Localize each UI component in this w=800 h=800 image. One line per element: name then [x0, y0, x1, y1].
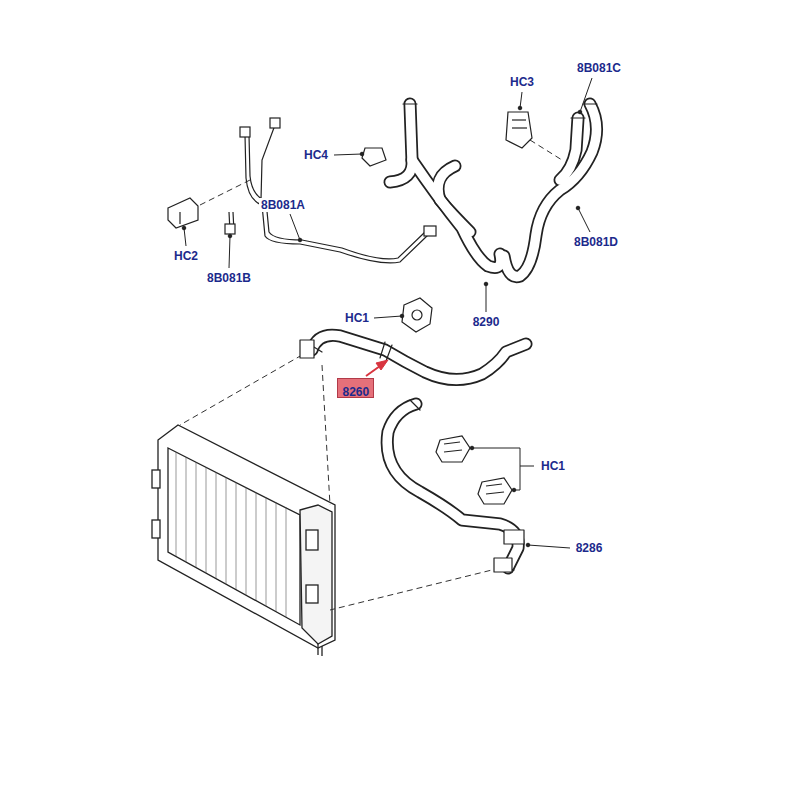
callout-number: HC1: [539, 459, 567, 473]
hoses: [300, 104, 597, 572]
callout-number: 8B081D: [572, 235, 620, 249]
callout-number: 8B081B: [205, 271, 253, 285]
leader-lines: [182, 78, 592, 548]
radiator: [152, 425, 335, 656]
callout-number: 8290: [471, 315, 502, 329]
callout-number: 8286: [574, 541, 605, 555]
callout-number: HC2: [172, 249, 200, 263]
callout-number: HC4: [302, 148, 330, 162]
dashed-guides: [180, 140, 562, 610]
part-number-box: 8260: [337, 378, 374, 398]
callout-number: HC3: [508, 75, 536, 89]
red-pointer: [366, 360, 388, 376]
clips: [362, 112, 532, 504]
callout-number: HC1: [343, 311, 371, 325]
callout-number: 8260: [343, 385, 370, 399]
callout-number: 8B081C: [575, 61, 623, 75]
callout-number: 8B081A: [259, 198, 307, 212]
wire-harness: [168, 118, 436, 263]
